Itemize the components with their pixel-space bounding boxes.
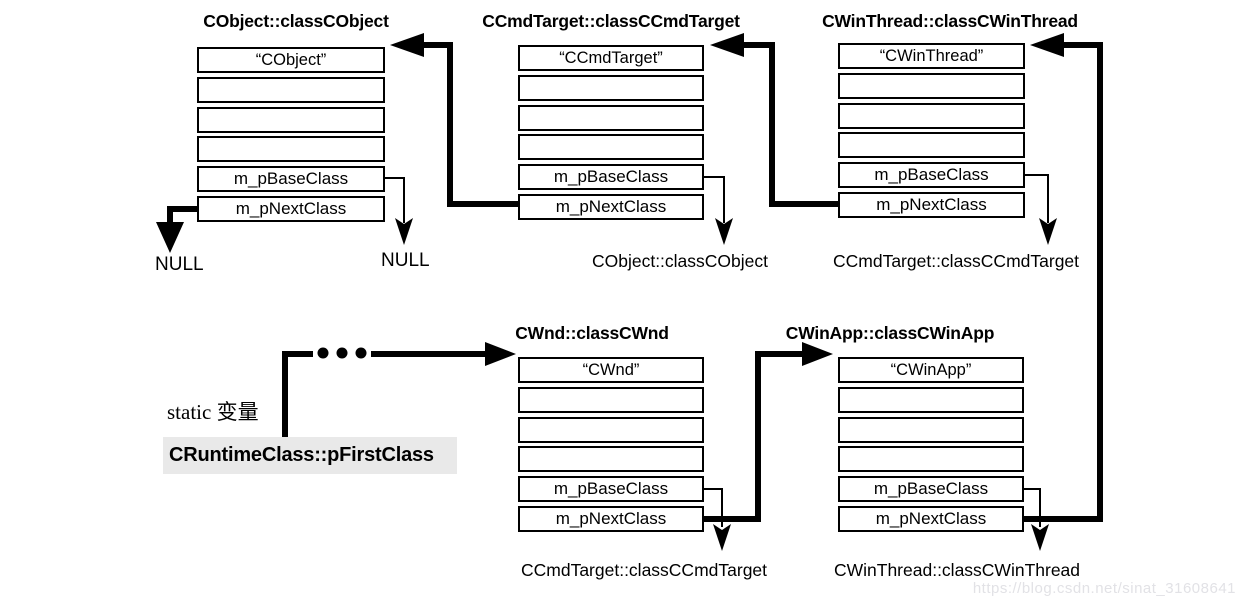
base-target-label-cwinthread: CWinThread::classCWinThread bbox=[833, 560, 1081, 580]
cwinthread-box-title: CWinThread::classCWinThread bbox=[822, 11, 1078, 31]
null-label-next: NULL bbox=[155, 254, 204, 275]
base-target-label-cobject: CObject::classCObject bbox=[591, 251, 769, 271]
m-pbaseclass-cell: m_pBaseClass bbox=[838, 162, 1025, 189]
base-target-label-ccmdtarget: CCmdTarget::classCCmdTarget bbox=[832, 251, 1080, 271]
cwnd-box-title: CWnd::classCWnd bbox=[515, 323, 669, 343]
empty-cell bbox=[838, 416, 1024, 443]
arrow-pfirstclass-to-cwnd bbox=[282, 342, 516, 437]
empty-cell bbox=[838, 72, 1025, 99]
static-variable-caption: static 变量 bbox=[167, 400, 259, 424]
empty-cell bbox=[518, 416, 704, 443]
ccmdtarget-box-title: CCmdTarget::classCCmdTarget bbox=[482, 11, 740, 31]
empty-cell bbox=[197, 76, 385, 103]
arrow-cwinapp-next-to-cwinthread bbox=[1017, 33, 1103, 522]
arrow-cwnd-next-to-cwinapp bbox=[683, 342, 833, 522]
watermark-url: https://blog.csdn.net/sinat_31608641 bbox=[972, 580, 1236, 597]
m-pnextclass-cell: m_pNextClass bbox=[838, 505, 1024, 532]
empty-cell bbox=[518, 134, 704, 161]
m-pbaseclass-cell: m_pBaseClass bbox=[838, 476, 1024, 503]
empty-cell bbox=[197, 136, 385, 163]
empty-cell bbox=[197, 106, 385, 133]
cwinapp-box-title: CWinApp::classCWinApp bbox=[785, 323, 995, 343]
pfirstclass-label: CRuntimeClass::pFirstClass bbox=[163, 437, 457, 474]
cwnd-struct-box: “CWnd” m_pBaseClass m_pNextClass bbox=[518, 357, 704, 532]
class-name-cell: “CObject” bbox=[197, 47, 385, 73]
empty-cell bbox=[518, 74, 704, 101]
ccmdtarget-struct-box: “CCmdTarget” m_pBaseClass m_pNextClass bbox=[518, 45, 704, 220]
class-name-cell: “CWinThread” bbox=[838, 43, 1025, 69]
m-pbaseclass-cell: m_pBaseClass bbox=[518, 164, 704, 191]
class-name-cell: “CWnd” bbox=[518, 357, 704, 383]
empty-cell bbox=[838, 132, 1025, 159]
m-pnextclass-cell: m_pNextClass bbox=[518, 505, 704, 532]
cwinthread-struct-box: “CWinThread” m_pBaseClass m_pNextClass bbox=[838, 43, 1025, 218]
arrow-ccmdtarget-next-to-cobject bbox=[390, 33, 525, 207]
empty-cell bbox=[518, 386, 704, 413]
empty-cell bbox=[518, 104, 704, 131]
empty-cell bbox=[518, 446, 704, 473]
cobject-struct-box: “CObject” m_pBaseClass m_pNextClass bbox=[197, 47, 385, 222]
cobject-box-title: CObject::classCObject bbox=[203, 11, 389, 31]
m-pbaseclass-cell: m_pBaseClass bbox=[518, 476, 704, 503]
m-pnextclass-cell: m_pNextClass bbox=[838, 191, 1025, 218]
class-name-cell: “CWinApp” bbox=[838, 357, 1024, 383]
empty-cell bbox=[838, 446, 1024, 473]
m-pbaseclass-cell: m_pBaseClass bbox=[197, 166, 385, 193]
empty-cell bbox=[838, 386, 1024, 413]
m-pnextclass-cell: m_pNextClass bbox=[518, 193, 704, 220]
m-pnextclass-cell: m_pNextClass bbox=[197, 195, 385, 222]
arrow-cwinthread-next-to-ccmdtarget bbox=[710, 33, 845, 207]
null-label-base: NULL bbox=[381, 250, 430, 271]
base-target-label-ccmdtarget-2: CCmdTarget::classCCmdTarget bbox=[520, 560, 768, 580]
empty-cell bbox=[838, 102, 1025, 129]
class-name-cell: “CCmdTarget” bbox=[518, 45, 704, 71]
cwinapp-struct-box: “CWinApp” m_pBaseClass m_pNextClass bbox=[838, 357, 1024, 532]
